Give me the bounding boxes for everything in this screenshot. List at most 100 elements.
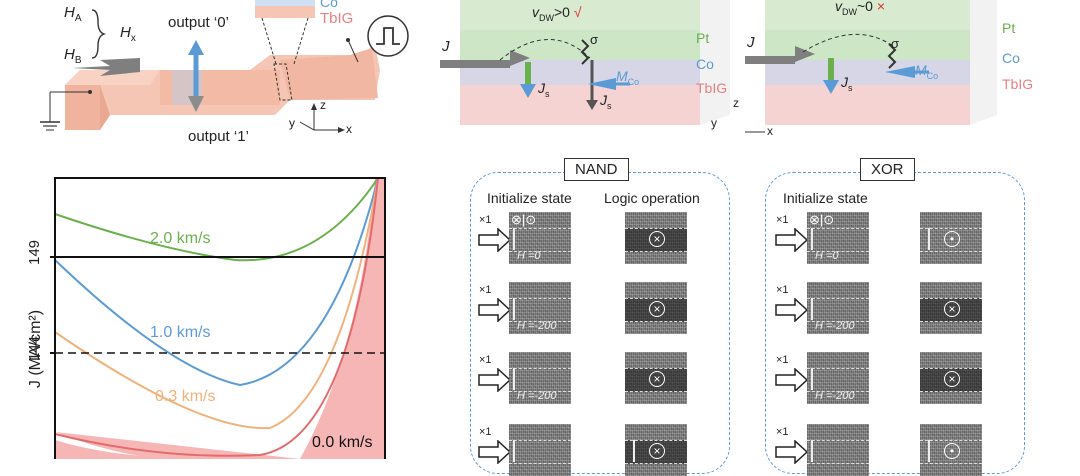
nand-pulse-count: ×1 — [479, 214, 492, 226]
xor-col1: Initialize state — [783, 190, 868, 206]
xor-pulse-count: ×1 — [776, 284, 789, 296]
axis-y-right: y — [711, 116, 717, 130]
js-left: Js — [538, 80, 550, 99]
nand-col1: Initialize state — [487, 190, 572, 206]
j-right: J — [747, 34, 755, 51]
xor-result-image: × — [920, 282, 982, 334]
vdw-right: vDW~0 × — [835, 0, 886, 17]
curve-2-0 — [54, 177, 379, 262]
nand-init-symbols: ⊗|⊙ — [511, 212, 537, 227]
mco-left: MCo — [616, 68, 640, 87]
pt-left: Pt — [696, 30, 710, 46]
nand-col2: Logic operation — [604, 190, 700, 206]
xor-field-label: H =-200 — [815, 390, 855, 402]
nand-pulse-count: ×1 — [479, 426, 492, 438]
nand-field-label: H =0 — [517, 250, 541, 262]
nand-pulse-arrow-icon — [478, 368, 512, 392]
nand-field-label: H =-200 — [517, 320, 557, 332]
curve-0-3 — [54, 177, 379, 430]
mco-right: MCo — [915, 62, 939, 81]
axis-x-right: x — [767, 124, 773, 138]
device-diagram: HA HB Hx output ‘0’ output ‘1’ Co TbIG z… — [0, 0, 440, 150]
xor-init-image: H =-200 — [807, 282, 869, 334]
nand-pulse-count: ×1 — [479, 284, 492, 296]
xor-result-image: • — [920, 424, 982, 476]
magnetization-in-icon: × — [649, 371, 665, 387]
xor-result-image: • — [920, 212, 982, 264]
nand-field-label: H =-200 — [517, 390, 557, 402]
xor-init-symbols: ⊗|⊙ — [809, 212, 835, 227]
xor-init-image: H =-200 — [807, 352, 869, 404]
co-right: Co — [1002, 50, 1020, 66]
nand-init-image — [509, 424, 571, 476]
nand-result-image: × — [625, 424, 687, 476]
xor-pulse-arrow-icon — [775, 368, 809, 392]
magnetization-in-icon: × — [649, 443, 665, 459]
curve-label-0-3: 0.3 km/s — [155, 388, 216, 405]
nand-pulse-arrow-icon — [478, 298, 512, 322]
tbig-left: TbIG — [696, 80, 728, 96]
xor-panel — [765, 172, 1025, 474]
velocity-plot-svg — [50, 177, 386, 464]
magnetization-in-icon: × — [944, 301, 960, 317]
sigma-left: σ — [590, 32, 599, 47]
magnetization-in-icon: × — [649, 231, 665, 247]
ha-label: HA — [64, 4, 82, 24]
co-label: Co — [320, 0, 338, 10]
magnetization-in-icon: × — [944, 371, 960, 387]
curve-label-1-0: 1.0 km/s — [150, 324, 211, 341]
xor-pulse-count: ×1 — [776, 426, 789, 438]
nand-pulse-arrow-icon — [478, 228, 512, 252]
curve-label-0-0: 0.0 km/s — [312, 434, 373, 451]
pt-right: Pt — [1002, 20, 1016, 36]
nand-result-image: × — [625, 282, 687, 334]
curve-label-2-0: 2.0 km/s — [150, 230, 211, 247]
xor-pulse-count: ×1 — [776, 354, 789, 366]
axis-z-right: z — [733, 96, 739, 110]
nand-init-image: H =-200 — [509, 282, 571, 334]
co-left: Co — [696, 56, 714, 72]
xor-field-label: H =-200 — [815, 320, 855, 332]
xor-field-label: H =0 — [815, 250, 839, 262]
nand-pulse-count: ×1 — [479, 354, 492, 366]
hb-label: HB — [64, 46, 82, 66]
nand-init-image: ⊗|⊙ H =0 — [509, 212, 571, 264]
curve-1-0 — [54, 177, 379, 387]
axis-z-label: z — [320, 98, 326, 112]
device-track — [40, 0, 409, 133]
stack-right-drawing — [728, 0, 997, 133]
j-left: J — [442, 38, 450, 55]
ytick-149: 149 — [26, 239, 44, 266]
stack-right: vDW~0 × J Js σ MCo Pt Co TbIG z y x — [711, 0, 1080, 150]
xor-pulse-count: ×1 — [776, 214, 789, 226]
magnetization-out-icon: • — [944, 443, 960, 459]
xor-pulse-arrow-icon — [775, 298, 809, 322]
nand-result-image: × — [625, 352, 687, 404]
magnetization-out-icon: • — [944, 231, 960, 247]
nand-init-image: H =-200 — [509, 352, 571, 404]
vdw-left: vDW>0 √ — [532, 4, 582, 23]
tbig-label: TbIG — [320, 10, 354, 27]
hx-label: Hx — [120, 24, 136, 44]
sigma-right: σ — [891, 36, 900, 51]
magnetization-in-icon: × — [649, 301, 665, 317]
nand-pulse-arrow-icon — [478, 440, 512, 464]
nand-title: NAND — [564, 158, 629, 181]
stack-left: vDW>0 √ J Js Js σ MCo Pt Co TbIG — [440, 0, 740, 150]
xor-pulse-arrow-icon — [775, 440, 809, 464]
axis-y-label: y — [289, 116, 295, 130]
xor-pulse-arrow-icon — [775, 228, 809, 252]
js-right: Js — [841, 74, 853, 93]
xor-init-image: ⊗|⊙ H =0 — [807, 212, 869, 264]
ytick-144: 144 — [26, 335, 44, 362]
tbig-right: TbIG — [1002, 76, 1034, 92]
stack-left-drawing — [440, 0, 730, 125]
xor-init-image — [807, 424, 869, 476]
xor-title: XOR — [860, 158, 915, 181]
axis-x-label: x — [346, 122, 352, 136]
js2-left: Js — [600, 92, 612, 111]
output0-label: output ‘0’ — [168, 14, 229, 31]
velocity-plot: J (MA/cm²) 149 144 2.0 km/s 1.0 km/s 0.3… — [0, 170, 400, 464]
xor-result-image: × — [920, 352, 982, 404]
output1-label: output ‘1’ — [188, 128, 249, 145]
